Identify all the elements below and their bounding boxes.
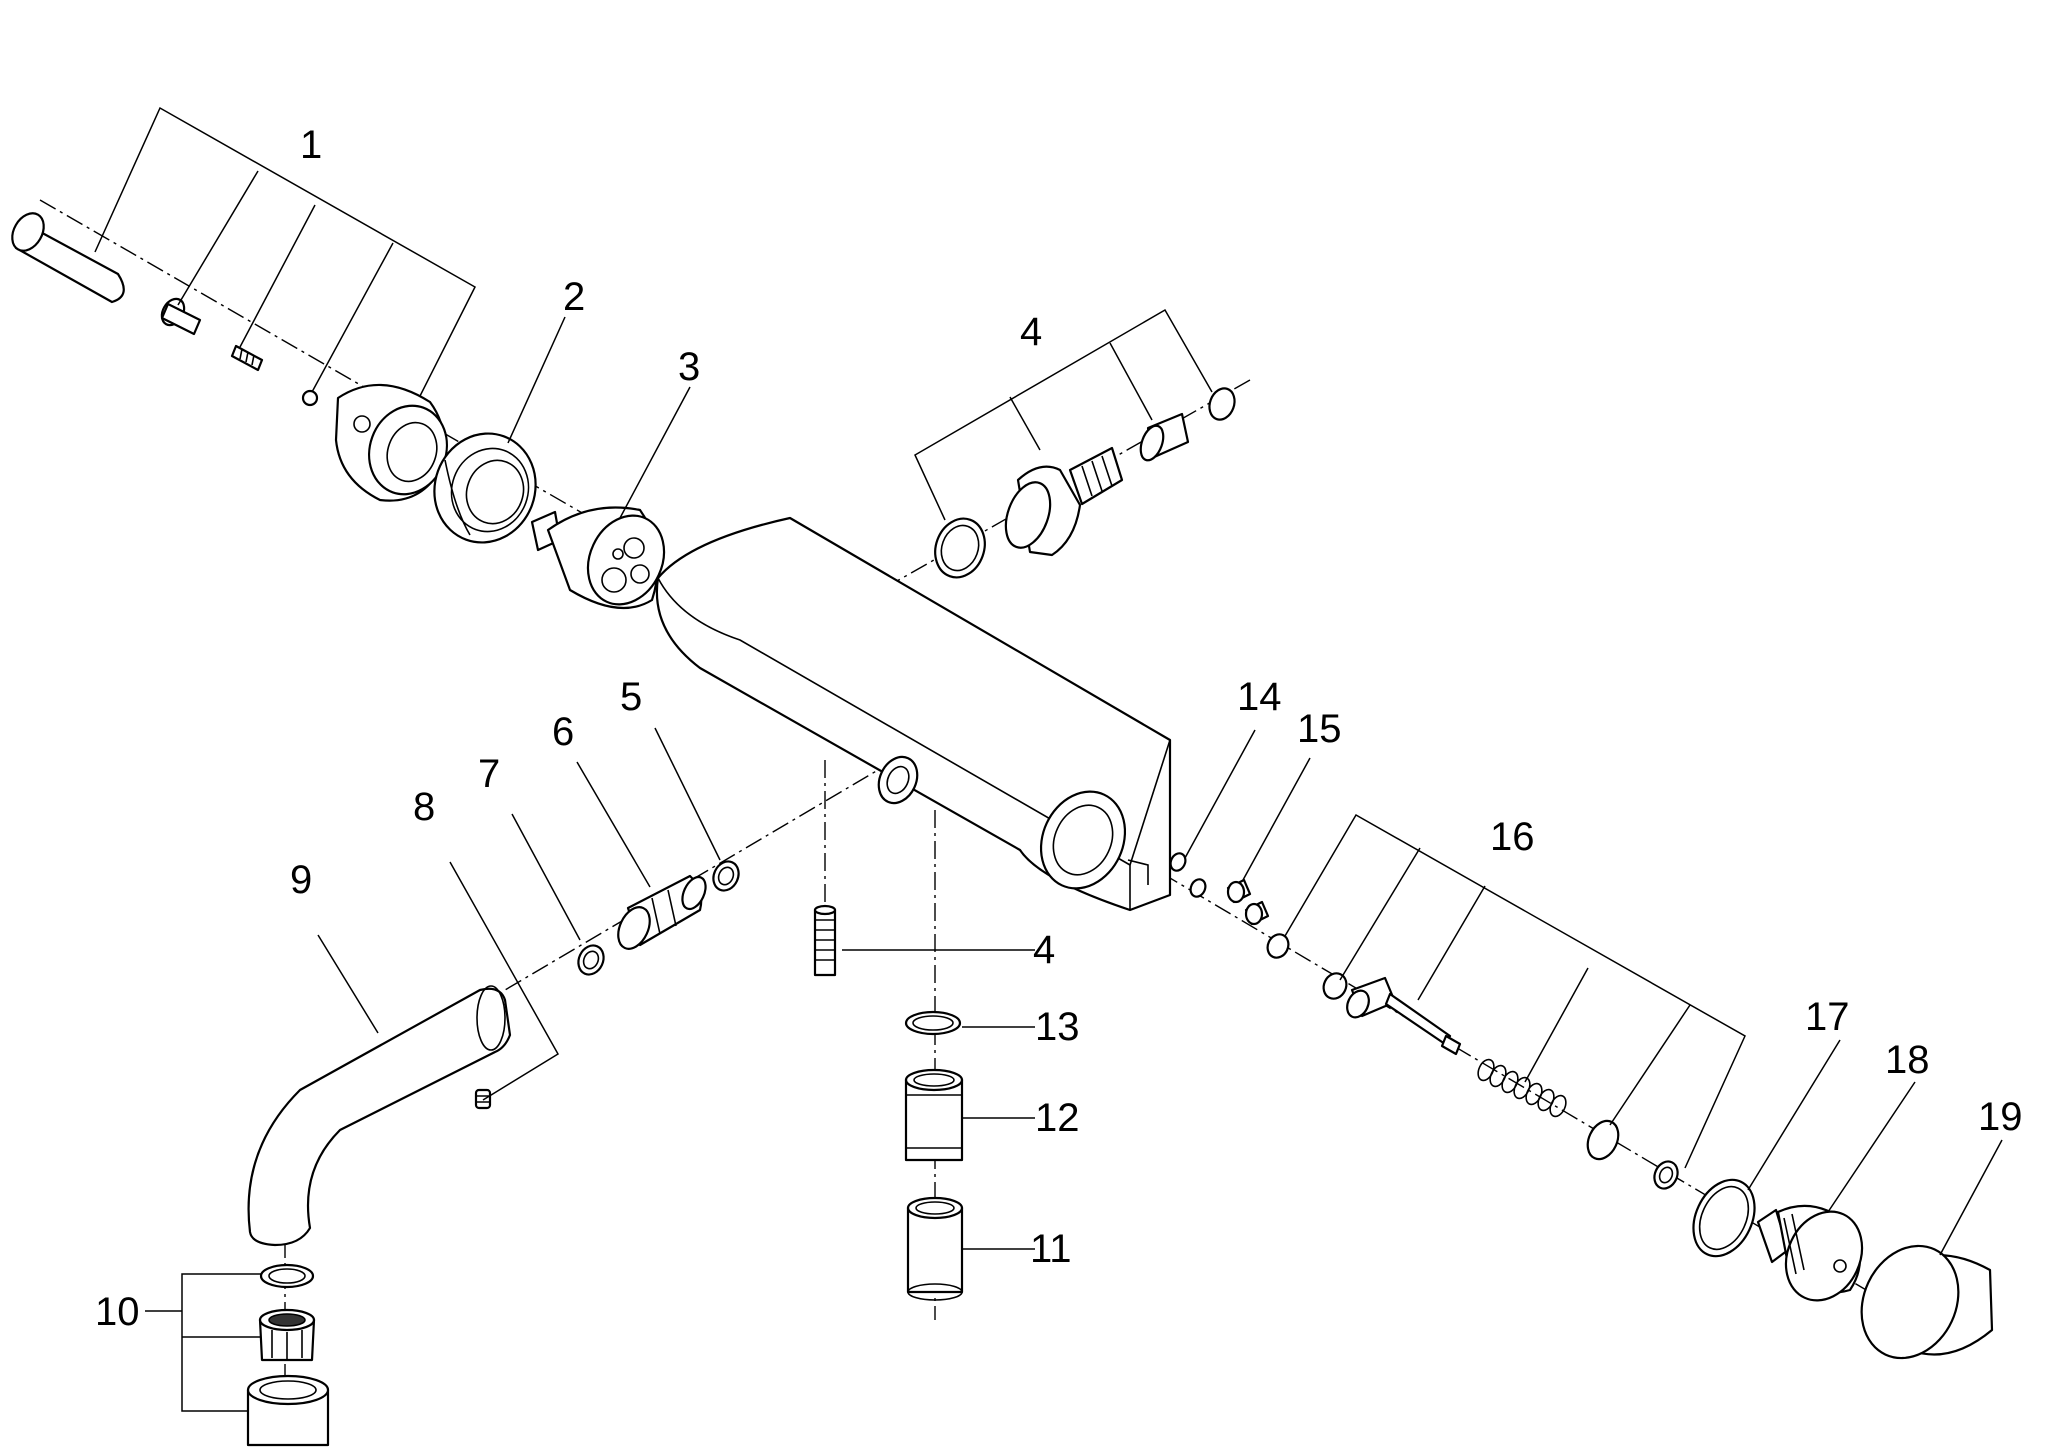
callout-8: 8 [413,785,435,829]
part-18-diverter-head [1756,1204,1864,1302]
part-2-sleeve [433,432,537,544]
part-1-lever-handle [11,212,448,502]
part-15-valve [1226,878,1270,926]
part-8-grub-screw [474,1088,492,1110]
callout-4-upper: 4 [1020,310,1042,354]
part-11-sleeve [906,1196,964,1301]
callout-18: 18 [1885,1038,1930,1082]
callout-11: 11 [1030,1227,1072,1271]
part-7-seal [577,944,605,976]
part-13-o-ring [904,1010,962,1036]
callout-labels: 1 2 3 4 5 6 7 8 9 10 4 13 12 11 14 15 16… [95,123,2023,1334]
mixer-body [655,516,1172,912]
callout-17: 17 [1805,995,1850,1039]
part-5-seal [712,860,740,892]
part-6-adaptor [617,874,707,950]
callout-13: 13 [1035,1005,1080,1049]
callout-7: 7 [478,752,500,796]
callout-1: 1 [300,123,322,167]
callout-14: 14 [1237,675,1282,719]
callout-19: 19 [1978,1095,2023,1139]
part-10-aerator [246,1263,330,1447]
callout-9: 9 [290,858,312,902]
part-17-o-ring [1692,1178,1756,1258]
part-19-cap [1860,1244,1994,1360]
callout-4-lower: 4 [1033,928,1055,972]
callout-3: 3 [678,345,700,389]
part-12-nipple [904,1068,964,1162]
callout-6: 6 [552,710,574,754]
callout-5: 5 [620,675,642,719]
callout-16: 16 [1490,815,1535,859]
callout-15: 15 [1297,707,1342,751]
leader-lines [94,106,2003,1412]
part-4-stud [813,904,837,977]
part-9-spout [247,985,512,1247]
part-3-cartridge [530,506,666,610]
part-4-check-valve [934,387,1236,579]
callout-10: 10 [95,1290,140,1334]
callout-2: 2 [563,275,585,319]
assembly-axes [39,199,1901,1447]
part-16-spindle-group [1266,933,1679,1190]
part-14-seal [1169,852,1207,898]
callout-12: 12 [1035,1096,1080,1140]
